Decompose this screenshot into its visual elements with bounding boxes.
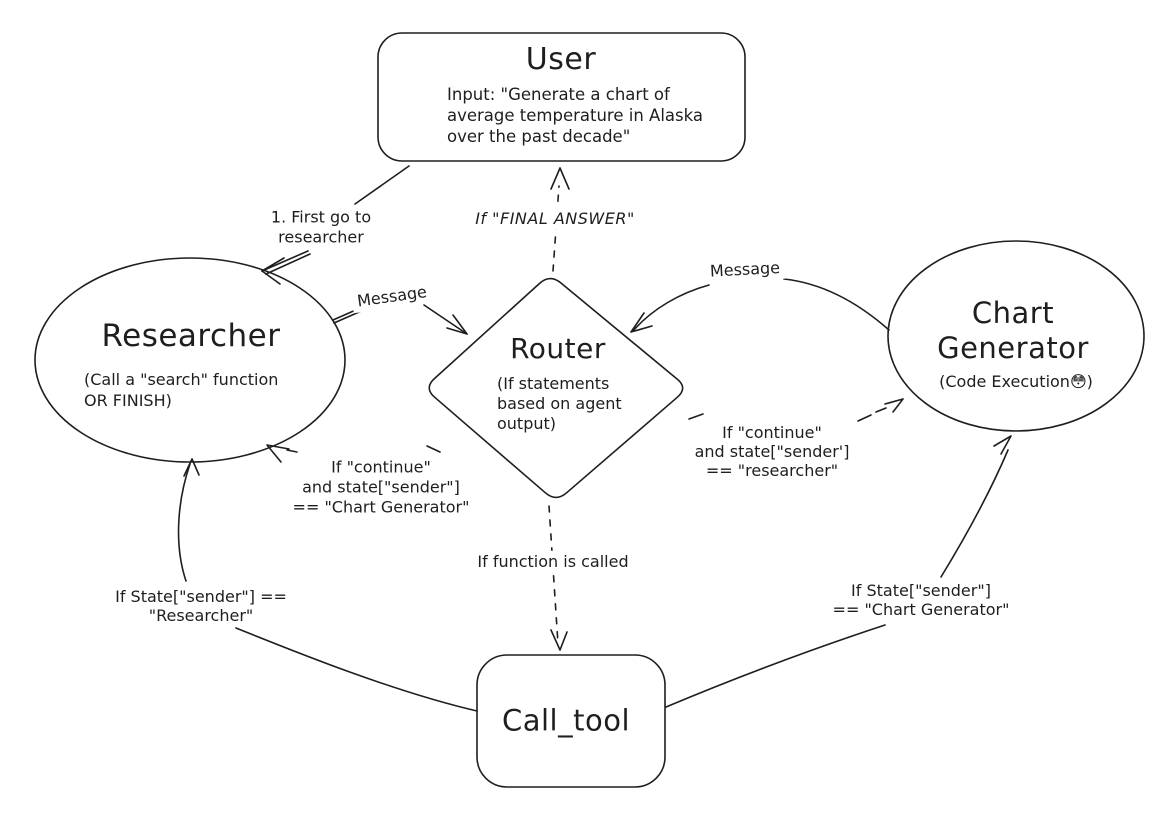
arrow-router-to-researcher	[266, 444, 441, 463]
edge-label-if-final-answer: If "FINAL ANSWER"	[470, 207, 640, 231]
arrow-router-to-call-tool	[548, 505, 568, 651]
researcher-node-subtitle: (Call a "search" function OR FINISH)	[84, 370, 279, 410]
edge-label-if-continue-chart-generator: If "continue" and state["sender"] == "Ch…	[287, 456, 475, 518]
researcher-node-title: Researcher	[101, 318, 281, 355]
edge-label-message-chart-generator: Message	[704, 256, 786, 284]
call-tool-node-title: Call_tool	[501, 703, 631, 738]
router-node-shape	[428, 277, 684, 499]
arrow-call-tool-to-chart-generator	[665, 435, 1012, 708]
call-tool-node-shape	[476, 654, 666, 788]
arrow-chart-generator-to-router	[630, 278, 890, 333]
edge-label-if-continue-researcher: If "continue" and state["sender'] == "re…	[689, 422, 855, 482]
arrow-user-to-researcher	[261, 165, 410, 285]
router-node-title: Router	[510, 332, 606, 366]
edge-label-if-state-chart-generator: If State["sender"] == "Chart Generator"	[827, 579, 1015, 621]
user-node-shape	[377, 32, 746, 162]
chart-generator-node-shape	[887, 240, 1145, 432]
chart-generator-node-title: Chart Generator	[937, 296, 1089, 365]
chart-generator-node-subtitle: (Code Execution😳)	[939, 371, 1093, 391]
router-node-subtitle: (If statements based on agent output)	[497, 374, 622, 434]
user-node-input: Input: "Generate a chart of average temp…	[447, 85, 703, 147]
user-node-title: User	[525, 41, 597, 77]
edge-label-if-function-called: If function is called	[472, 550, 634, 574]
arrow-router-to-chart-generator	[688, 398, 904, 422]
edge-label-if-state-researcher: If State["sender"] == "Researcher"	[110, 585, 292, 627]
edge-label-first-go-to-researcher: 1. First go to researcher	[265, 206, 377, 250]
arrow-call-tool-to-researcher	[177, 458, 478, 712]
researcher-node-shape	[34, 257, 346, 463]
